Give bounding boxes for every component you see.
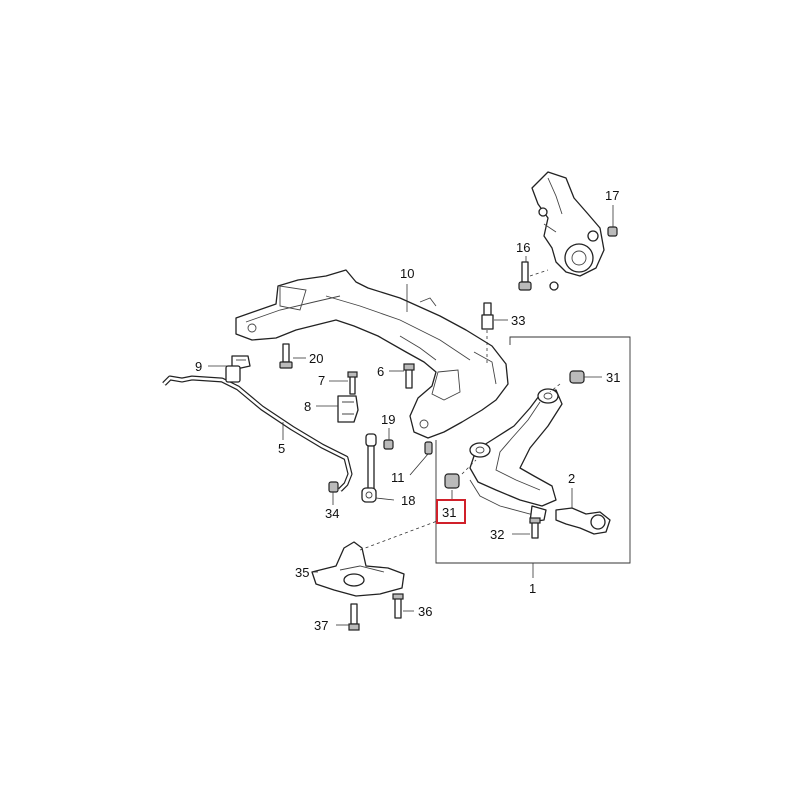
control-arm-assembly-frame <box>435 336 631 578</box>
callout-labels: 1 2 5 6 7 8 9 10 11 16 17 18 19 20 31 31… <box>195 188 620 633</box>
callout-20: 20 <box>309 351 323 366</box>
bolt-16 <box>518 256 549 291</box>
callout-2: 2 <box>568 471 575 486</box>
callout-1: 1 <box>529 581 536 596</box>
callout-37: 37 <box>314 618 328 633</box>
steering-knuckle <box>531 171 605 291</box>
subframe-crossmember <box>235 269 509 439</box>
nut-34 <box>328 481 339 505</box>
callout-5: 5 <box>278 441 285 456</box>
bolt-6 <box>389 363 415 389</box>
callout-9: 9 <box>195 359 202 374</box>
callout-33: 33 <box>511 313 525 328</box>
bolt-11 <box>409 441 433 476</box>
bolt-20 <box>279 343 306 369</box>
callout-16: 16 <box>516 240 530 255</box>
bushing-31-upper <box>549 370 602 393</box>
stabilizer-link <box>361 433 395 503</box>
callout-8: 8 <box>304 399 311 414</box>
callout-18: 18 <box>401 493 415 508</box>
callout-36: 36 <box>418 604 432 619</box>
bolt-7 <box>329 371 358 395</box>
lower-control-arm <box>469 388 563 523</box>
bolt-33 <box>481 302 508 364</box>
bushing-31-lower <box>444 459 477 500</box>
bolt-32 <box>512 517 541 539</box>
nut-19 <box>383 428 394 450</box>
stabilizer-bar <box>162 365 353 492</box>
callout-10: 10 <box>400 266 414 281</box>
callout-19: 19 <box>381 412 395 427</box>
callout-7: 7 <box>318 373 325 388</box>
bushing-8 <box>316 395 359 423</box>
highlight-box <box>436 499 466 524</box>
callout-17: 17 <box>605 188 619 203</box>
bolt-37 <box>336 603 360 631</box>
callout-6: 6 <box>377 364 384 379</box>
callout-34: 34 <box>325 506 339 521</box>
callout-35: 35 <box>295 565 309 580</box>
callout-11: 11 <box>391 470 405 485</box>
ball-joint <box>555 488 611 535</box>
callout-31-upper: 31 <box>606 370 620 385</box>
bolt-36 <box>392 593 414 619</box>
mounting-bracket <box>311 519 441 597</box>
callout-32: 32 <box>490 527 504 542</box>
nut-17 <box>607 205 618 237</box>
callout-31-lower: 31 <box>442 505 456 520</box>
